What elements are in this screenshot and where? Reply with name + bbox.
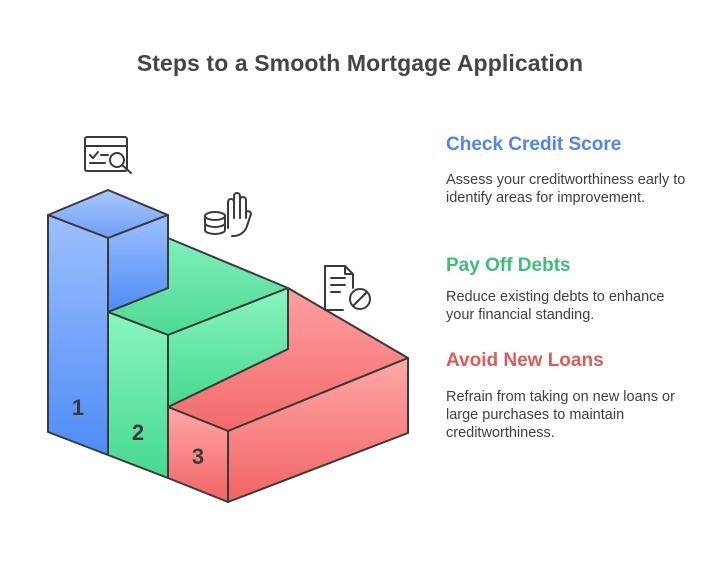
step-2-number: 2 — [132, 420, 144, 445]
hand-coins-icon — [204, 192, 252, 237]
step-1-number: 1 — [72, 395, 84, 420]
step-3-heading: Avoid New Loans — [446, 350, 604, 371]
step-2-heading: Pay Off Debts — [446, 255, 571, 276]
step-1-heading: Check Credit Score — [446, 134, 622, 155]
step-3-block — [167, 287, 409, 503]
document-prohibited-icon — [324, 265, 371, 311]
step-2-description: Reduce existing debts to enhance your fi… — [446, 289, 665, 323]
step-1-block — [47, 189, 169, 456]
step-3-number: 3 — [192, 444, 204, 469]
step-1-description: Assess your creditworthiness early to id… — [446, 172, 686, 206]
page-title: Steps to a Smooth Mortgage Application — [136, 50, 584, 76]
credit-report-search-icon — [84, 136, 132, 174]
step-3-description: Refrain from taking on new loans or larg… — [446, 389, 675, 441]
